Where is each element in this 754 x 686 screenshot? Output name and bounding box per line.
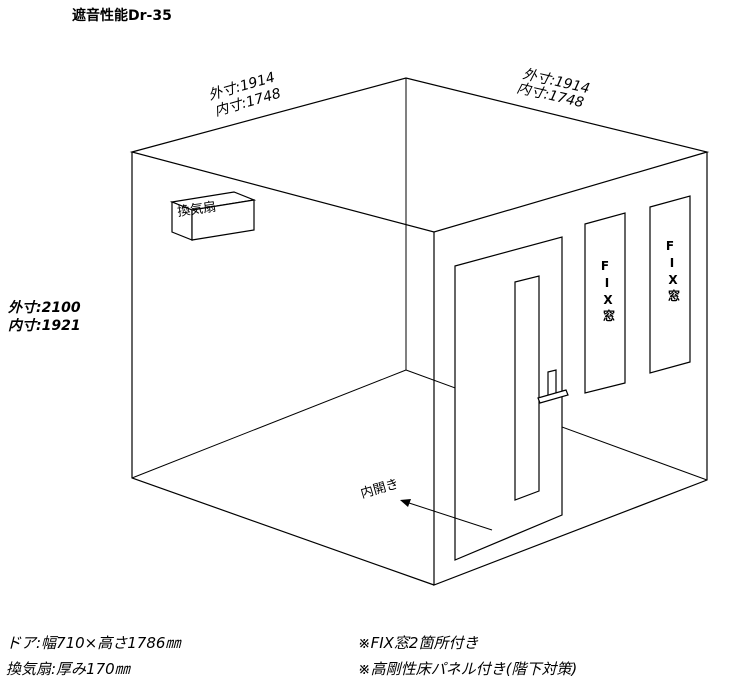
fix-window-2: F I X 窓	[649, 195, 691, 374]
note-fix: ※FIX窓2箇所付き	[358, 634, 478, 652]
fix1-char-2: I	[605, 276, 609, 290]
box-left-face	[131, 152, 435, 586]
fix1-char-1: F	[601, 259, 609, 273]
back-left-floor-edge	[131, 369, 407, 479]
fix1-char-4: 窓	[603, 308, 615, 323]
arrow-head-icon	[400, 499, 411, 507]
note-door: ドア:幅710×高さ1786㎜	[6, 634, 182, 652]
note-fan: 換気扇:厚み170㎜	[6, 660, 132, 678]
ventilation-fan: 換気扇	[169, 191, 257, 241]
fan-label: 換気扇	[176, 199, 217, 220]
height-inner: 内寸:1921	[8, 317, 81, 334]
door-open-label: 内開き	[359, 476, 401, 502]
fix-window-1: F I X 窓	[584, 212, 626, 394]
fix1-char-3: X	[603, 293, 613, 307]
fix2-char-1: F	[666, 239, 674, 253]
diagram-title: 遮音性能Dr-35	[72, 7, 172, 24]
fix2-char-4: 窓	[668, 288, 680, 303]
fix2-char-3: X	[668, 273, 678, 287]
door	[454, 236, 569, 561]
box-right-face	[433, 152, 708, 586]
note-floor: ※高剛性床パネル付き(階下対策)	[358, 660, 577, 678]
height-outer: 外寸:2100	[7, 299, 81, 316]
fix2-char-2: I	[670, 256, 674, 270]
door-open-arrow	[400, 499, 493, 531]
